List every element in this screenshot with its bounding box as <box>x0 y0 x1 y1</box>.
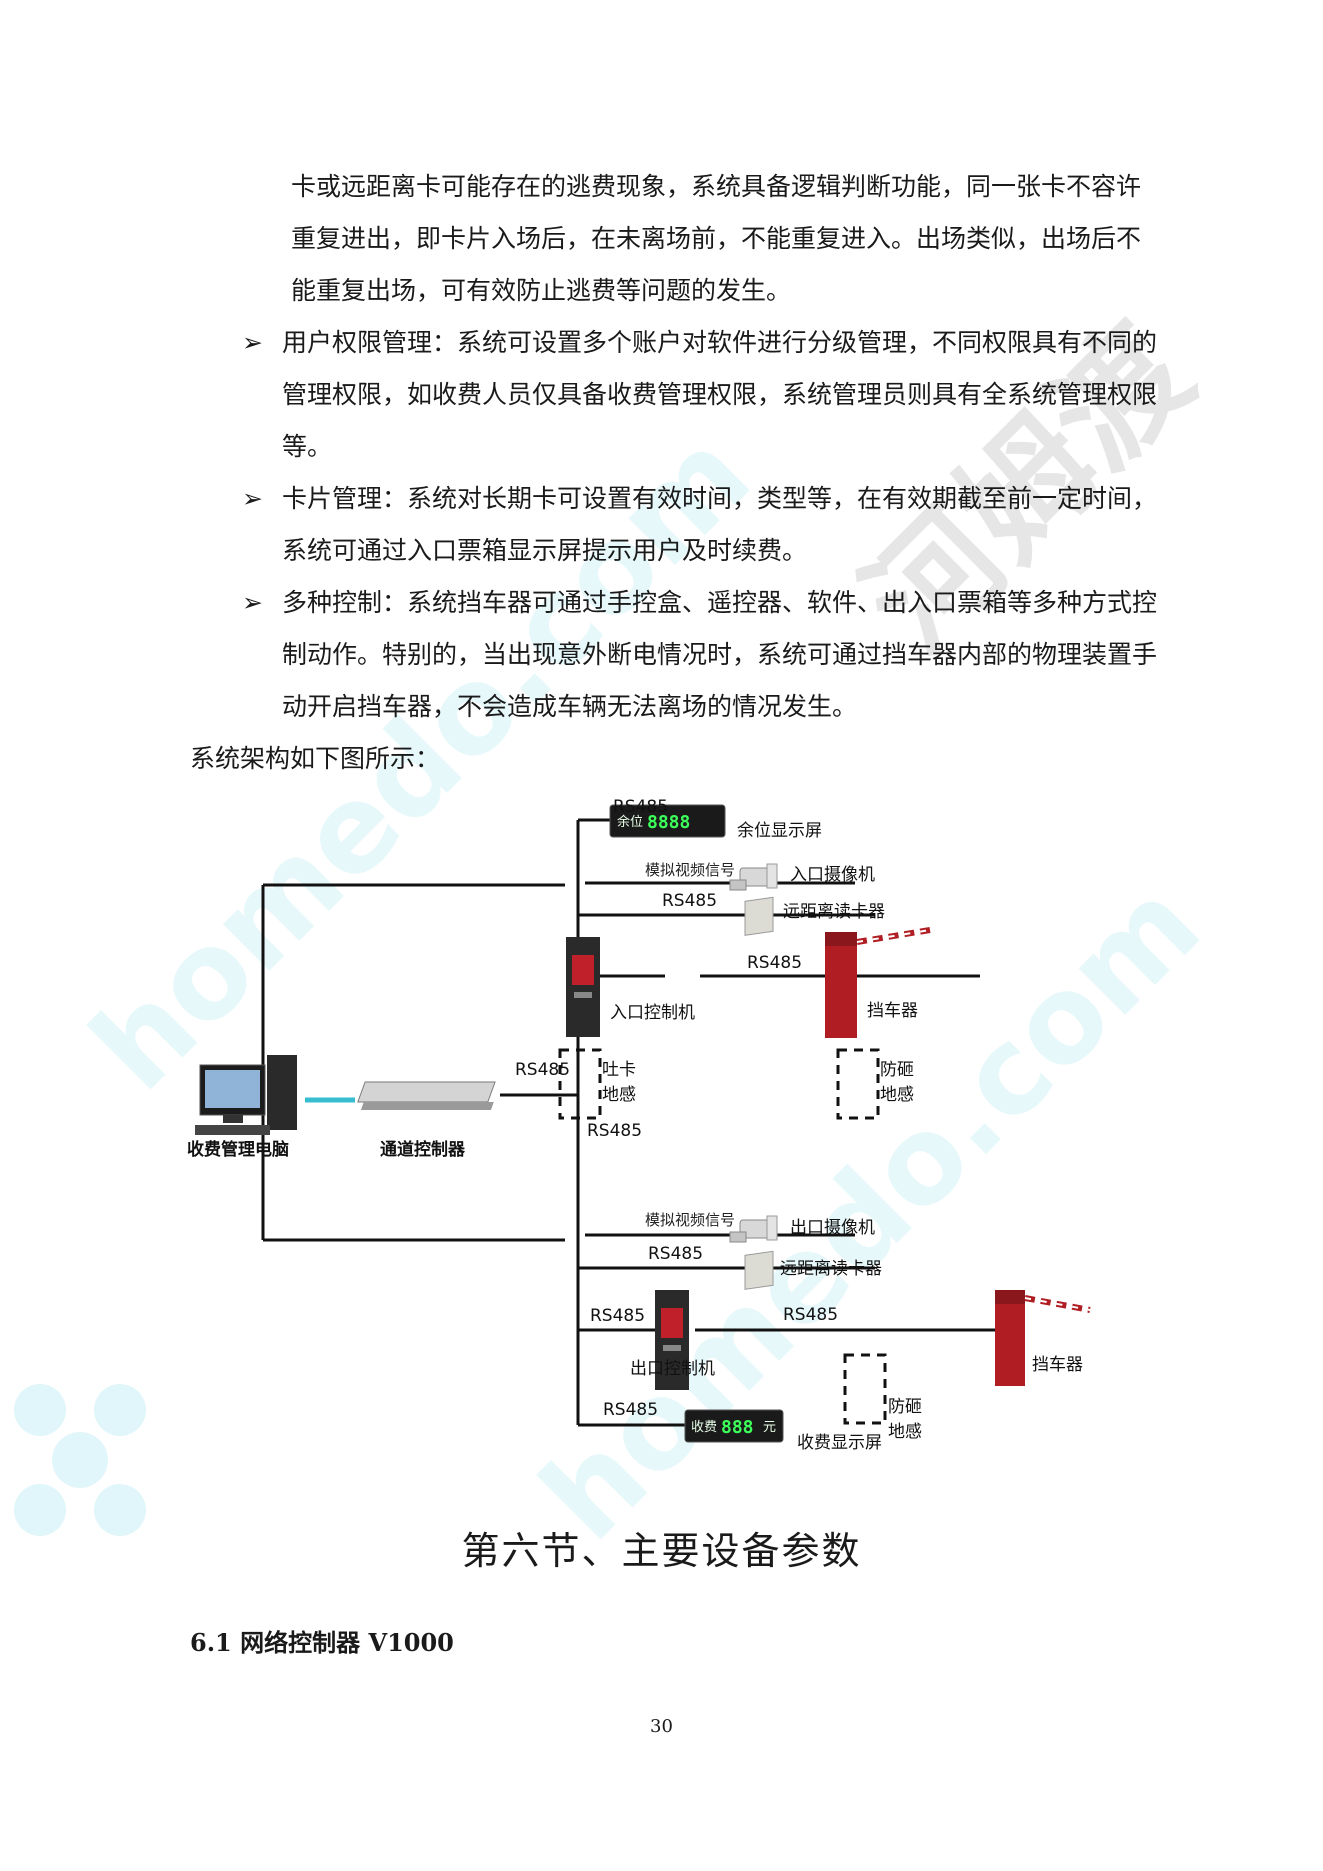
svg-text:余位: 余位 <box>617 814 643 830</box>
label-rs485-entry-barrier: RS485 <box>747 953 802 973</box>
bullet-arrow-icon: ➢ <box>242 588 263 617</box>
label-rs485-top: RS485 <box>613 797 668 817</box>
label-rs485-exit-barrier: RS485 <box>783 1305 838 1325</box>
exit-controller-device <box>655 1290 689 1390</box>
system-architecture-diagram: 余位 8888 <box>187 797 1091 1453</box>
svg-text:收费: 收费 <box>691 1420 717 1435</box>
section-title: 第六节、主要设备参数 <box>461 1529 862 1573</box>
ticket-loop-detector <box>558 1048 602 1120</box>
label-ticket-loop-2: 地感 <box>602 1085 636 1105</box>
exit-reader-icon <box>744 1250 774 1290</box>
svg-text:8888: 8888 <box>647 812 690 833</box>
entry-barrier-device <box>825 927 931 1038</box>
svg-text:888: 888 <box>721 1417 754 1438</box>
bullet-text: 多种控制：系统挡车器可通过手控盒、遥控器、软件、出入口票箱等多种方式控制动作。特… <box>282 588 1158 721</box>
exit-camera-icon <box>729 1215 778 1243</box>
diagram-intro: 系统架构如下图所示： <box>190 744 441 773</box>
label-analog-video-entry: 模拟视频信号 <box>645 861 735 879</box>
bullet-card-management: ➢ 卡片管理：系统对长期卡可设置有效时间，类型等，在有效期截至前一定时间，系统可… <box>242 473 1160 577</box>
label-entry-camera: 入口摄像机 <box>790 865 875 885</box>
label-rs485-reader-exit: RS485 <box>648 1244 703 1264</box>
label-ticket-loop-1: 吐卡 <box>602 1060 636 1080</box>
page-number: 30 <box>650 1716 673 1737</box>
label-anti-smash-1: 防砸 <box>880 1060 914 1080</box>
billing-pc-device <box>195 1055 297 1135</box>
entry-anti-smash-loop <box>836 1048 880 1120</box>
entry-camera-icon <box>729 863 778 891</box>
exit-barrier-device <box>995 1290 1091 1386</box>
label-entry-controller: 入口控制机 <box>610 1003 695 1023</box>
entry-controller-device <box>566 937 600 1037</box>
entry-reader-icon <box>744 896 774 936</box>
label-analog-video-exit: 模拟视频信号 <box>645 1211 735 1229</box>
label-exit-controller: 出口控制机 <box>630 1359 715 1379</box>
label-exit-reader: 远距离读卡器 <box>780 1259 882 1279</box>
bullet-text: 用户权限管理：系统可设置多个账户对软件进行分级管理，不同权限具有不同的管理权限，… <box>282 328 1158 461</box>
svg-text:元: 元 <box>763 1420 776 1435</box>
channel-controller-device <box>357 1081 496 1110</box>
exit-anti-smash-loop <box>843 1353 887 1425</box>
label-entry-barrier: 挡车器 <box>867 1001 918 1021</box>
spare-display-device: 余位 8888 <box>609 804 726 838</box>
fee-display-device: 收费 888 元 <box>684 1409 784 1443</box>
label-channel-controller: 通道控制器 <box>380 1139 466 1160</box>
label-exit-camera: 出口摄像机 <box>790 1218 875 1238</box>
label-rs485-channel: RS485 <box>515 1060 570 1080</box>
label-rs485-bus: RS485 <box>587 1121 642 1141</box>
label-pc: 收费管理电脑 <box>187 1139 289 1160</box>
label-exit-anti-smash-1: 防砸 <box>888 1397 922 1417</box>
label-fee-display: 收费显示屏 <box>797 1433 882 1453</box>
diagram-labels: RS485 余位显示屏 模拟视频信号 入口摄像机 RS485 远距离读卡器 RS… <box>187 797 1083 1453</box>
label-anti-smash-2: 地感 <box>880 1085 914 1105</box>
label-spare-display: 余位显示屏 <box>737 821 822 841</box>
label-exit-barrier: 挡车器 <box>1032 1355 1083 1375</box>
label-rs485-exit-controller: RS485 <box>590 1306 645 1326</box>
label-rs485-fee: RS485 <box>603 1400 658 1420</box>
label-exit-anti-smash-2: 地感 <box>888 1422 922 1442</box>
bullet-arrow-icon: ➢ <box>242 328 263 357</box>
bullet-multi-control: ➢ 多种控制：系统挡车器可通过手控盒、遥控器、软件、出入口票箱等多种方式控制动作… <box>242 577 1160 733</box>
subheading: 6.1 网络控制器 V1000 <box>190 1628 454 1657</box>
label-rs485-reader-entry: RS485 <box>662 891 717 911</box>
label-entry-reader: 远距离读卡器 <box>783 902 885 922</box>
watermark-flower-icon <box>14 1384 146 1536</box>
bullet-text: 卡片管理：系统对长期卡可设置有效时间，类型等，在有效期截至前一定时间，系统可通过… <box>282 484 1158 565</box>
bullet-arrow-icon: ➢ <box>242 484 263 513</box>
bullet-user-permission: ➢ 用户权限管理：系统可设置多个账户对软件进行分级管理，不同权限具有不同的管理权… <box>242 317 1160 473</box>
continuation-paragraph: 卡或远距离卡可能存在的逃费现象，系统具备逻辑判断功能，同一张卡不容许重复进出，即… <box>291 172 1142 305</box>
